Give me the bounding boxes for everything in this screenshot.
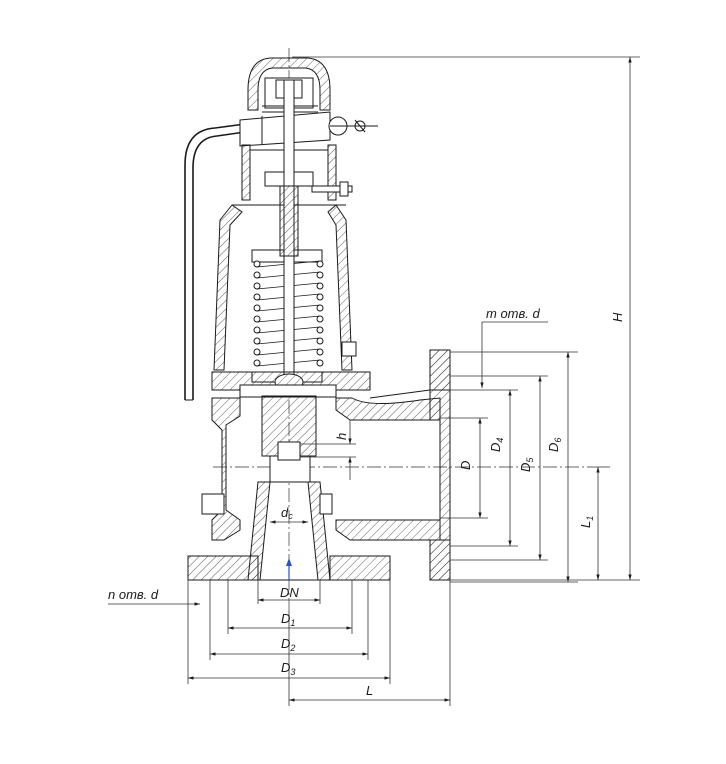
spring-coil [316,282,324,290]
label-D3-sub: 3 [290,667,295,677]
spring-coil [253,271,261,279]
flow-arrow-head [286,558,292,566]
label-D2: D [281,636,290,651]
valve-body [211,349,451,581]
label-dc: d [281,505,289,520]
spring-coil [316,348,324,356]
label-L1: L [578,521,593,528]
spring-coil [316,304,324,312]
spring-coil [253,315,261,323]
label-H: H [610,312,625,322]
inlet-flange [187,555,391,581]
label-h: h [334,433,349,440]
label-D6: D [546,443,561,452]
spring-coil [316,315,324,323]
label-L: L [366,683,373,698]
label-dc-sub: c [288,511,293,521]
label-D5: D [518,463,533,472]
svg-text:D2: D2 [281,636,295,653]
spring-coil [253,348,261,356]
spring-coil [253,337,261,345]
svg-text:dc: dc [281,505,293,521]
dimension-lines [108,56,640,706]
spring-coil [253,260,261,268]
spring-coil [253,282,261,290]
label-D6-sub: 6 [553,438,563,443]
label-D5-sub: 5 [525,457,535,463]
spring-coil [253,326,261,334]
spring-coil [253,304,261,312]
upper-bonnet [241,144,353,201]
spring-coil [316,337,324,345]
svg-text:D1: D1 [281,611,295,628]
svg-text:D5: D5 [518,457,535,472]
label-m-holes: m отв. d [486,306,541,321]
label-DN: DN [280,585,299,600]
label-D1-sub: 1 [290,618,295,628]
label-D4: D [488,443,503,452]
label-n-holes: n отв. d [108,587,159,602]
svg-text:L1: L1 [578,516,595,528]
label-D1: D [281,611,290,626]
spring-coil [316,326,324,334]
svg-text:D3: D3 [281,660,295,677]
label-D: D [458,461,473,470]
spring-coil [316,260,324,268]
svg-text:D4: D4 [488,438,505,452]
body-joint [211,371,371,398]
spring-coil [253,293,261,301]
svg-text:D6: D6 [546,438,563,452]
spring-coil [316,293,324,301]
spring-coil [316,359,324,367]
spring-coil [316,271,324,279]
spring-coil [253,359,261,367]
label-D4-sub: 4 [495,438,505,443]
label-D3: D [281,660,290,675]
label-L1-sub: 1 [585,516,595,521]
label-D2-sub: 2 [289,643,295,653]
